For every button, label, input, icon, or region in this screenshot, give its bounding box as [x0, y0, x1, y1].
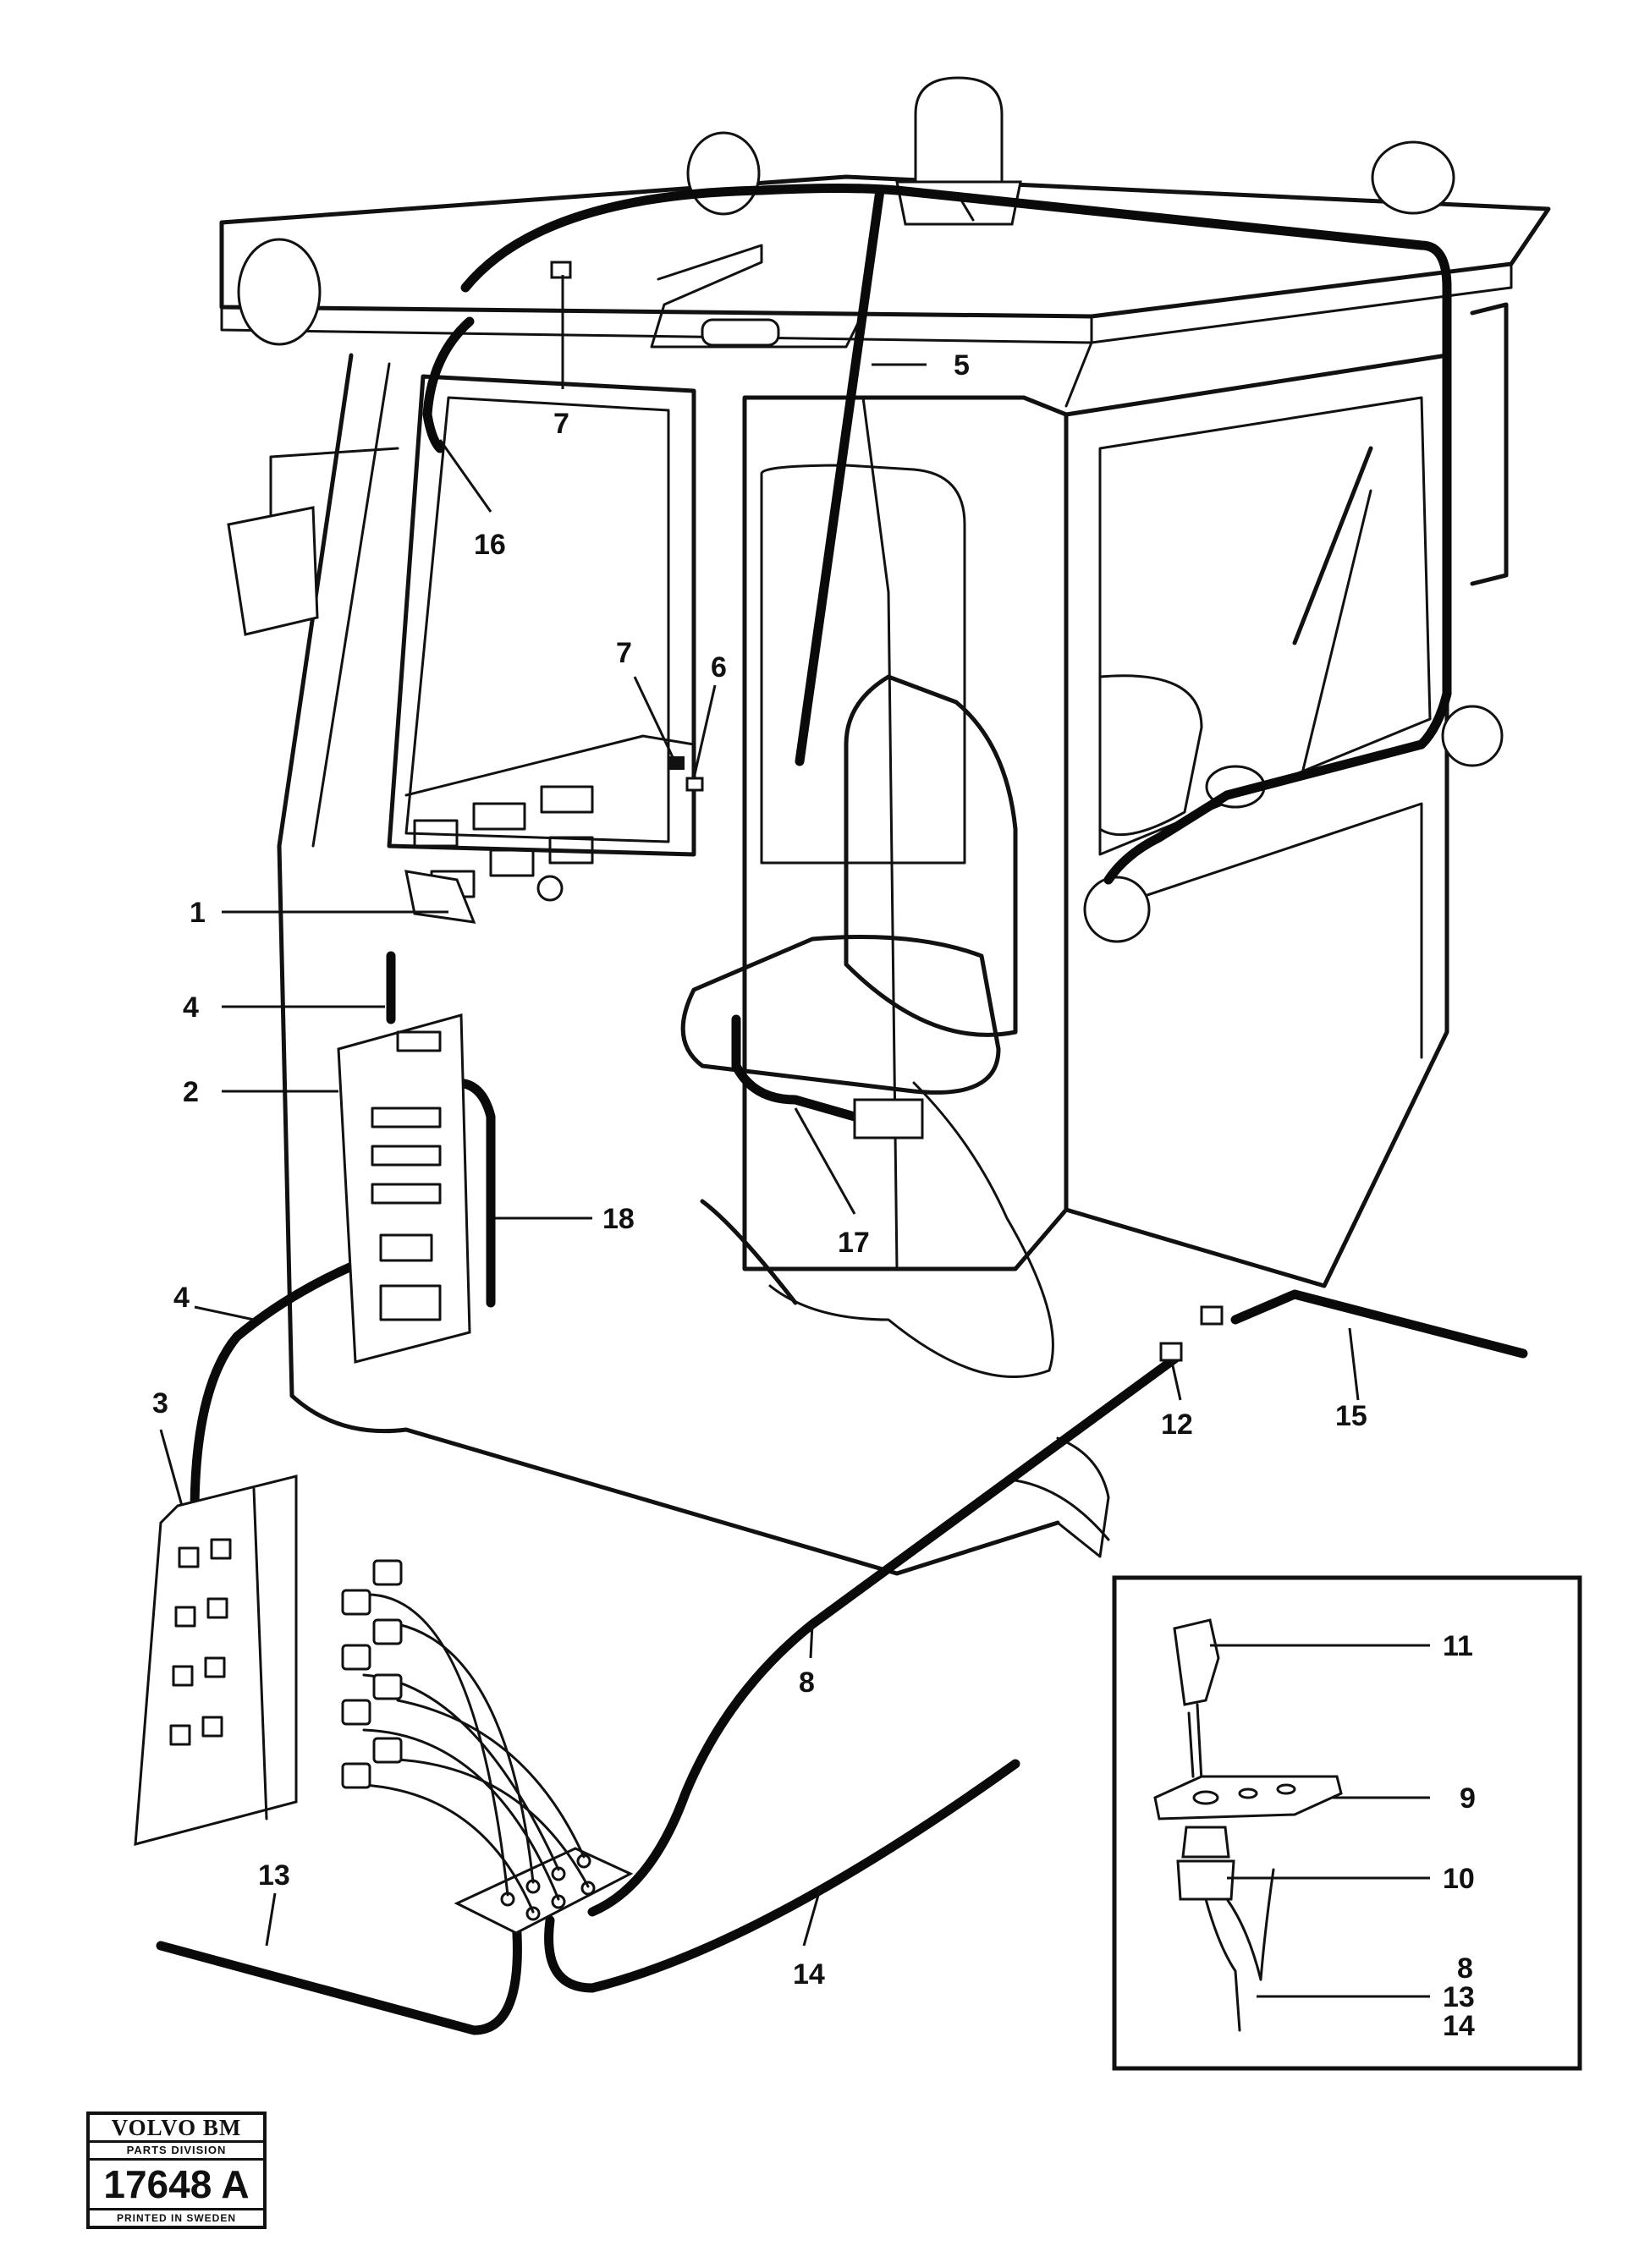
- detail-inset: [1112, 1575, 1582, 2071]
- callout-11: 11: [1443, 1630, 1473, 1662]
- side-lamp-rear-icon: [1441, 705, 1504, 767]
- leader-lines: [159, 275, 1430, 1998]
- gland-10-icon: [1181, 1826, 1230, 1859]
- dashboard-switches: [413, 785, 594, 902]
- callout-15: 15: [1335, 1400, 1367, 1432]
- harnesses: [156, 184, 1528, 2035]
- connector-6: [685, 777, 704, 792]
- mirror-icon: [227, 506, 319, 636]
- cab-body: [227, 302, 1509, 1576]
- volvo-bm-stamp: VOLVO BM PARTS DIVISION 17648 A PRINTED …: [86, 2111, 267, 2229]
- callout-8-inset: 8: [1457, 1952, 1473, 1985]
- callout-2: 2: [183, 1076, 199, 1108]
- callout-8-main: 8: [799, 1667, 815, 1699]
- callout-13-inset: 13: [1443, 1981, 1475, 2013]
- harness-13: [156, 1915, 522, 2035]
- seat-unit-17: [853, 1098, 924, 1139]
- side-lamp-front-icon: [1083, 876, 1151, 943]
- connector-7-roof: [550, 261, 572, 279]
- relay-panel-3: [134, 1474, 298, 1846]
- callout-4-upper: 4: [183, 991, 199, 1024]
- harness-16: [422, 316, 475, 453]
- stamp-drawing-number: 17648 A: [90, 2161, 263, 2210]
- callout-1: 1: [190, 897, 206, 929]
- callout-17: 17: [838, 1227, 870, 1259]
- harness-17: [731, 1014, 860, 1122]
- harness-5: [795, 185, 885, 766]
- cab-roof: [219, 76, 1551, 408]
- callout-14-inset: 14: [1443, 2010, 1475, 2042]
- callout-6: 6: [711, 651, 727, 684]
- lever-icon: [700, 1199, 798, 1305]
- callout-18: 18: [602, 1203, 635, 1235]
- connector-7-dash: [668, 756, 685, 770]
- stamp-printed: PRINTED IN SWEDEN: [116, 2212, 236, 2224]
- harness-8: [587, 1353, 1181, 1917]
- stamp-division: PARTS DIVISION: [90, 2143, 263, 2161]
- harness-4-lower: [190, 1260, 360, 1519]
- terminal-block: [341, 1559, 634, 1935]
- callouts: 1 4 2 4 3 18 5 7 16 7 6 17 12 15 8 14 13…: [152, 349, 1476, 2042]
- callout-14-main: 14: [793, 1958, 825, 1991]
- connector-15: [1200, 1305, 1224, 1326]
- stamp-brand: VOLVO BM: [90, 2115, 263, 2143]
- roof-lamp-right-icon: [1371, 140, 1455, 215]
- callout-4-lower: 4: [173, 1282, 190, 1314]
- callout-16: 16: [474, 529, 506, 561]
- roof-lamp-center-icon: [686, 131, 761, 216]
- callout-5: 5: [954, 349, 970, 382]
- harness-15: [1230, 1289, 1528, 1359]
- callout-12: 12: [1161, 1409, 1193, 1441]
- connector-11-icon: [1173, 1618, 1220, 1706]
- roof-lamp-left-icon: [237, 238, 322, 346]
- callout-3: 3: [152, 1387, 168, 1420]
- dash-bracket-icon: [404, 870, 476, 924]
- callout-9: 9: [1460, 1782, 1476, 1815]
- callout-13-main: 13: [258, 1859, 290, 1892]
- harness-14: [544, 1759, 1020, 1993]
- callout-10: 10: [1443, 1863, 1475, 1895]
- fuse-box-2: [337, 1013, 471, 1364]
- interior-lamp-icon: [701, 318, 780, 347]
- connector-12: [1159, 1342, 1183, 1362]
- callout-7-dash: 7: [616, 637, 632, 669]
- callout-7-roof: 7: [553, 408, 569, 440]
